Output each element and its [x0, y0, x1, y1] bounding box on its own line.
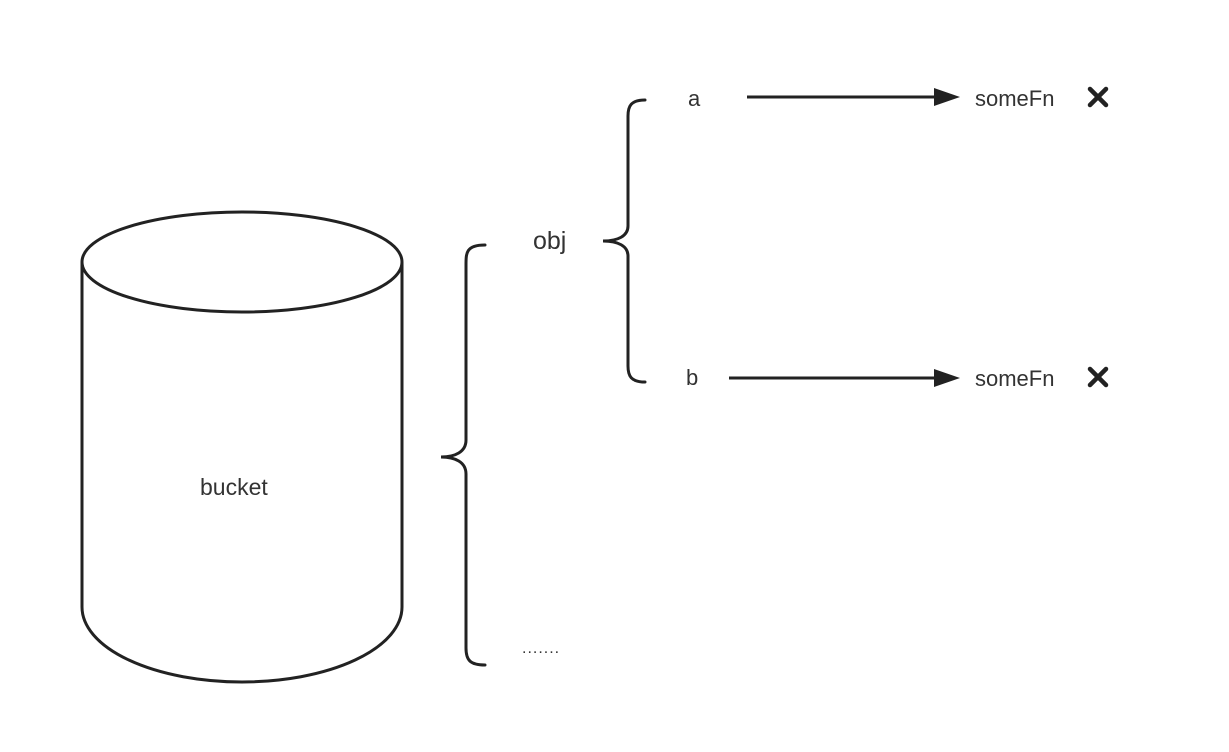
- bucket-top: [80, 210, 404, 314]
- more-entries-ellipsis: .......: [522, 640, 561, 657]
- bucket-body: [80, 262, 404, 684]
- bucket-label: bucket: [200, 474, 268, 500]
- arrow-b-to-fn: [729, 369, 960, 387]
- key-a-label: a: [688, 86, 701, 111]
- obj-label: obj: [533, 227, 567, 255]
- arrow-a-to-fn: [747, 88, 960, 106]
- key-b-label: b: [686, 365, 699, 390]
- bucket-cylinder: [80, 210, 404, 684]
- key-b-target-label: someFn: [975, 366, 1055, 391]
- cross-icon: [1087, 86, 1109, 108]
- cross-icon: [1087, 366, 1109, 388]
- bucket-contents-brace: [440, 243, 487, 667]
- key-a-target-label: someFn: [975, 86, 1055, 111]
- obj-keys-brace: [602, 98, 647, 384]
